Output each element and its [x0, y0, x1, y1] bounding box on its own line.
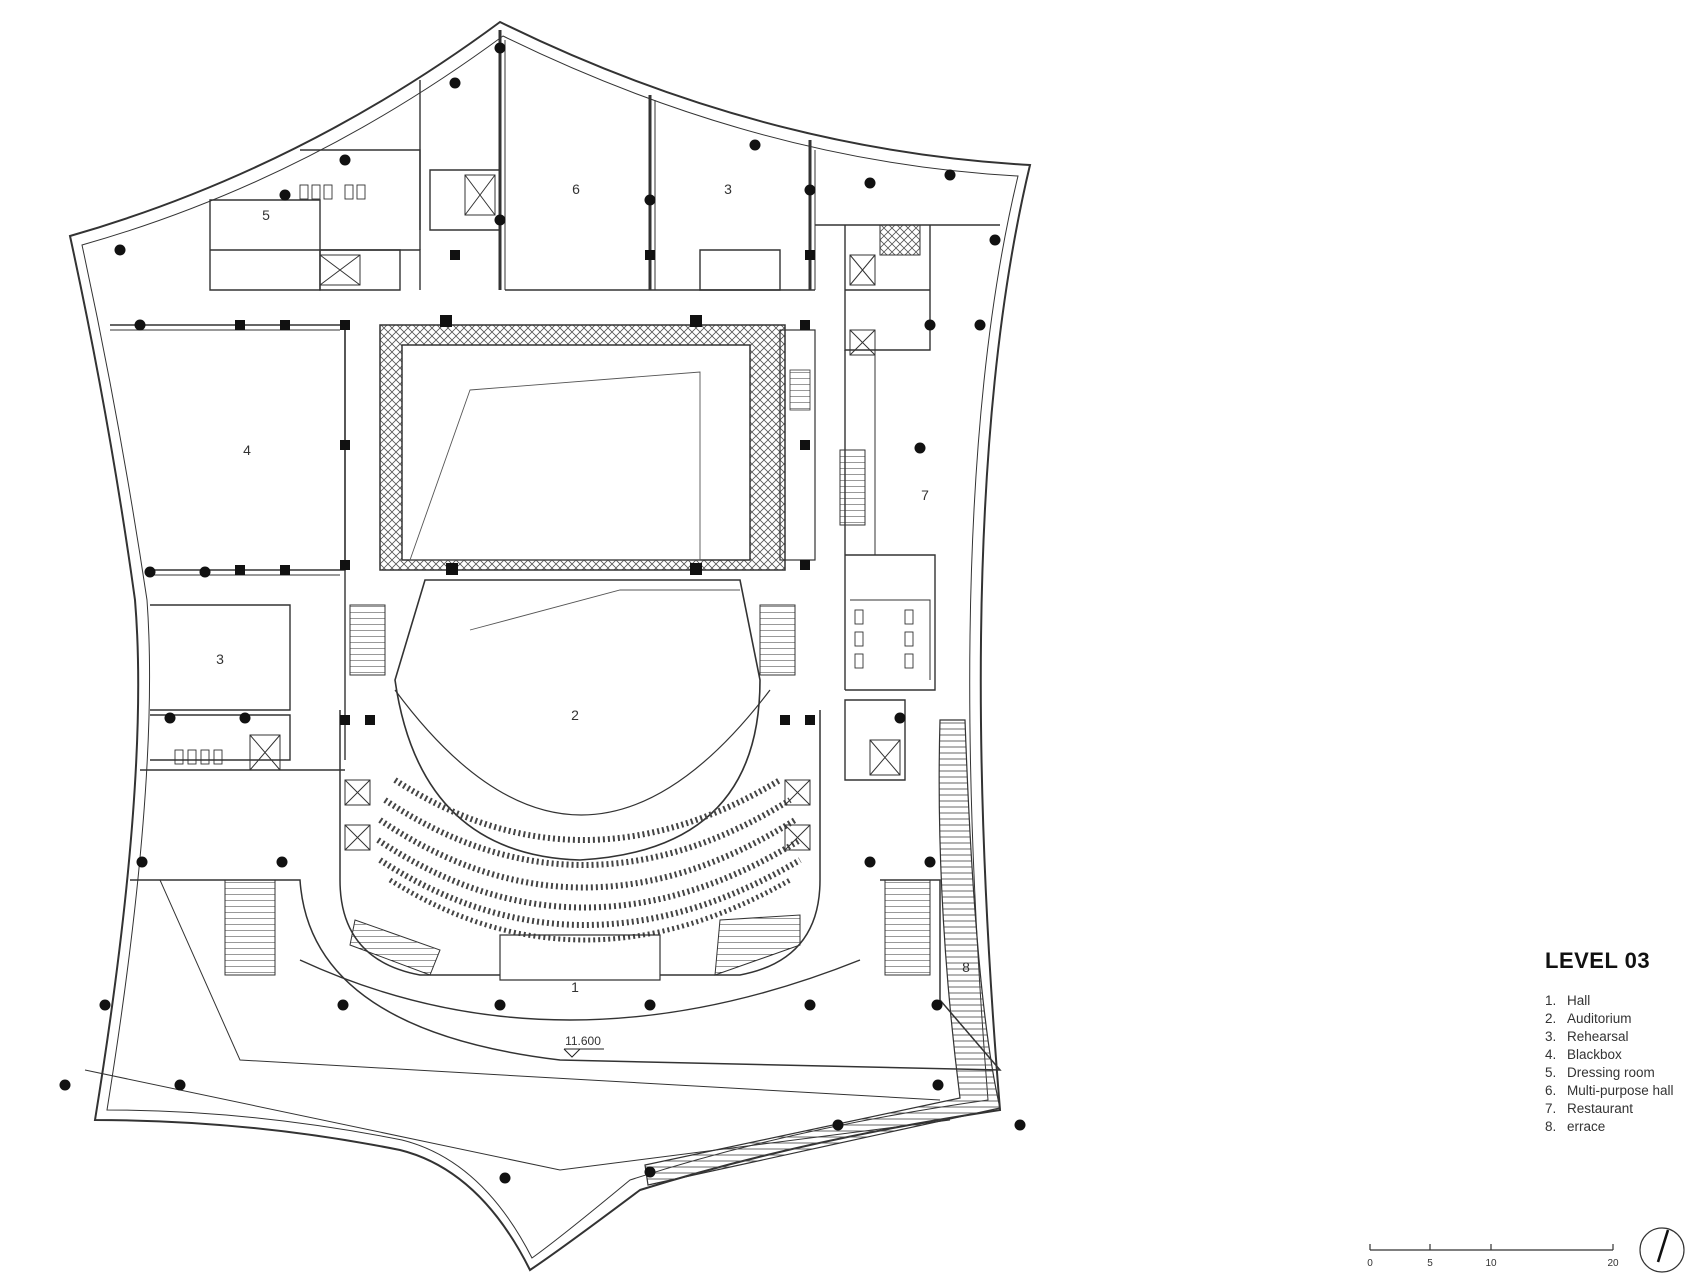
legend-item: 5. Dressing room — [1545, 1064, 1695, 1082]
scale-tick-10: 10 — [1485, 1258, 1497, 1269]
room-label-3-west: 3 — [216, 651, 224, 667]
room-label-8: 8 — [962, 959, 970, 975]
room-label-6: 6 — [572, 181, 580, 197]
legend-item-name: Hall — [1567, 993, 1591, 1008]
legend-item: 4. Blackbox — [1545, 1046, 1695, 1064]
legend-list: 1. Hall 2. Auditorium 3. Rehearsal 4. Blackb… — [1545, 992, 1695, 1136]
legend-item: 2. Auditorium — [1545, 1010, 1695, 1028]
room-labels: 1 2 3 3 4 5 6 7 8 — [216, 181, 970, 995]
legend-item-name: Blackbox — [1567, 1047, 1622, 1062]
legend-item: 6. Multi-purpose hall — [1545, 1082, 1695, 1100]
legend-item-num: 6. — [1545, 1083, 1557, 1098]
stage-box — [379, 324, 816, 571]
legend-item: 3. Rehearsal — [1545, 1028, 1695, 1046]
elevation-label: 11.600 — [565, 1034, 601, 1048]
room-label-5: 5 — [262, 207, 270, 223]
north-arrow-icon — [1639, 1227, 1685, 1273]
hall-stairs — [224, 449, 931, 976]
legend-item-num: 3. — [1545, 1029, 1557, 1044]
legend-item-num: 5. — [1545, 1065, 1557, 1080]
legend-item-name: errace — [1567, 1119, 1606, 1134]
room-label-7: 7 — [921, 487, 929, 503]
auditorium — [339, 579, 821, 981]
room-label-4: 4 — [243, 442, 251, 458]
scale-bar: 0 5 10 20 — [1367, 1244, 1619, 1269]
scale-tick-5: 5 — [1427, 1258, 1433, 1269]
room-label-1: 1 — [571, 979, 579, 995]
elevation-marker: 11.600 — [563, 1034, 604, 1058]
north-block — [209, 30, 1000, 351]
structural-columns — [59, 42, 1026, 1184]
legend-item-num: 1. — [1545, 993, 1557, 1008]
scale-tick-20: 20 — [1607, 1258, 1619, 1269]
room-label-3-north: 3 — [724, 181, 732, 197]
hall-floor — [84, 879, 1002, 1171]
legend: LEVEL 03 1. Hall 2. Auditorium 3. Rehearsal… — [1545, 948, 1695, 1136]
legend-item-num: 7. — [1545, 1101, 1557, 1116]
legend-item-num: 8. — [1545, 1119, 1557, 1134]
legend-item: 1. Hall — [1545, 992, 1695, 1010]
legend-item-num: 4. — [1545, 1047, 1557, 1062]
legend-item-name: Restaurant — [1567, 1101, 1634, 1116]
legend-item: 8. errace — [1545, 1118, 1695, 1136]
legend-title: LEVEL 03 — [1545, 948, 1651, 973]
legend-item-name: Rehearsal — [1567, 1029, 1629, 1044]
lift-shafts — [249, 174, 921, 851]
legend-item-num: 2. — [1545, 1011, 1557, 1026]
building-outline — [68, 20, 1032, 1272]
legend-item-name: Multi-purpose hall — [1567, 1083, 1674, 1098]
room-label-2: 2 — [571, 707, 579, 723]
legend-item-name: Dressing room — [1567, 1065, 1655, 1080]
legend-item: 7. Restaurant — [1545, 1100, 1695, 1118]
legend-item-name: Auditorium — [1567, 1011, 1632, 1026]
scale-tick-0: 0 — [1367, 1258, 1373, 1269]
terrace-strip — [644, 719, 1001, 1186]
toilet-fixtures — [174, 184, 914, 765]
